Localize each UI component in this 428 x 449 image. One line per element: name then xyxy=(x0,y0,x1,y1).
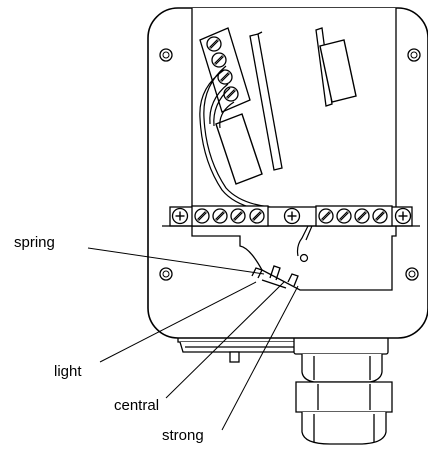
screw-terminal-icon xyxy=(372,208,388,224)
screw-terminal-icon xyxy=(211,52,227,68)
mounting-hole-icon xyxy=(159,267,173,281)
ground-screw-icon xyxy=(171,207,189,225)
leader-strong xyxy=(221,285,299,431)
leader-spring xyxy=(87,247,265,275)
screw-terminal-icon xyxy=(336,208,352,224)
screw-terminal-icon xyxy=(206,36,222,52)
mounting-hole-icon xyxy=(407,48,421,62)
screw-terminal-icon xyxy=(318,208,334,224)
label-central: central xyxy=(114,397,159,414)
component-blocks xyxy=(215,39,357,185)
cable-gland xyxy=(293,335,393,445)
terminal-block-top xyxy=(199,27,251,113)
screw-terminal-icon xyxy=(249,208,265,224)
mounting-hole-icon xyxy=(159,48,173,62)
ground-screw-icon xyxy=(283,207,301,225)
screw-terminal-icon xyxy=(212,208,228,224)
screw-terminal-icon xyxy=(223,86,239,102)
leader-light xyxy=(99,281,257,363)
terminal-strip xyxy=(162,205,420,227)
ground-screw-icon xyxy=(394,207,412,225)
label-strong: strong xyxy=(162,427,204,444)
leader-lines xyxy=(87,247,299,431)
screw-terminal-icon xyxy=(354,208,370,224)
leader-central xyxy=(165,281,285,399)
spring-hooks xyxy=(251,265,299,289)
label-light: light xyxy=(54,363,82,380)
label-spring: spring xyxy=(14,234,55,251)
mounting-hole-icon xyxy=(405,267,419,281)
screw-terminal-icon xyxy=(230,208,246,224)
screw-terminal-icon xyxy=(194,208,210,224)
